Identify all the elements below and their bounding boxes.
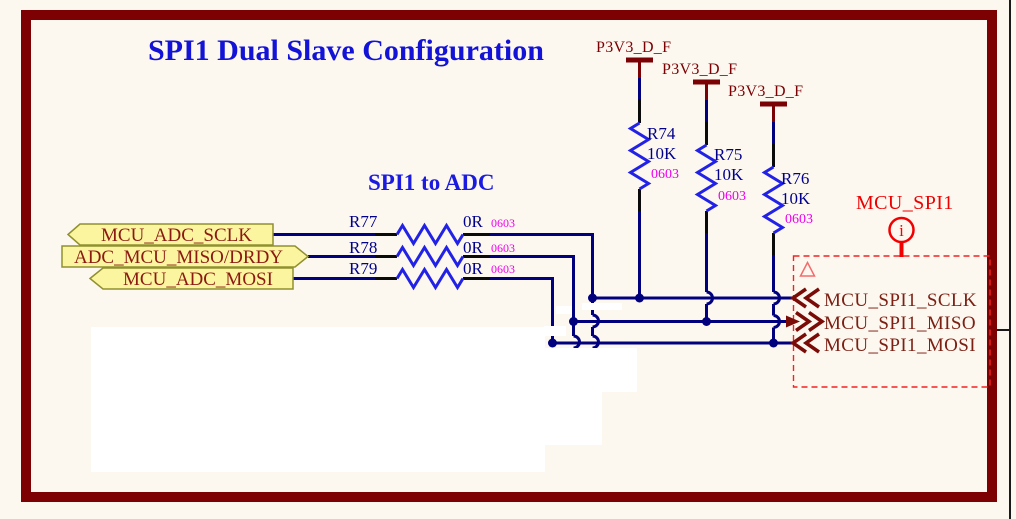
sheet-zone-tick [997, 329, 1010, 331]
resistor-footprint[interactable]: 0603 [491, 216, 515, 230]
harness-entry-chevron-right[interactable] [795, 311, 826, 332]
section-label: SPI1 to ADC [368, 170, 495, 195]
wire[interactable] [490, 277, 554, 344]
resistor-footprint[interactable]: 0603 [491, 241, 515, 255]
junction-dot [588, 293, 597, 303]
power-bar[interactable] [626, 57, 653, 63]
power-bar-symbol[interactable] [760, 101, 787, 123]
pullup-resistor-r76[interactable] [761, 122, 786, 343]
junction-dot [702, 317, 711, 326]
junction-dot [769, 338, 778, 348]
resistor-zigzag[interactable] [395, 266, 465, 291]
port-label[interactable]: MCU_ADC_MOSI [123, 269, 273, 290]
power-net-label[interactable]: P3V3_D_F [728, 83, 804, 100]
pullup-resistor-r74[interactable] [627, 78, 652, 298]
junction-dot [548, 338, 557, 348]
power-bar[interactable] [693, 79, 720, 85]
port-flag-mcu-adc-sclk[interactable] [66, 223, 274, 246]
resistor-designator[interactable]: R79 [349, 259, 378, 278]
pullup-resistor-r75[interactable] [694, 100, 719, 322]
harness-entry-chevron-left[interactable] [789, 287, 820, 309]
resistor-designator[interactable]: R76 [781, 169, 810, 188]
wire-arrowhead [786, 315, 800, 328]
sheet-edge-line [1009, 0, 1011, 519]
harness-entry-chevron-left[interactable] [789, 332, 820, 354]
resistor-zigzag[interactable] [694, 143, 719, 213]
redaction-overlay [544, 326, 566, 336]
series-resistor-r79[interactable] [293, 266, 554, 344]
power-net-label[interactable]: P3V3_D_F [662, 61, 738, 78]
resistor-value[interactable]: 10K [647, 144, 677, 163]
resistor-value[interactable]: 0R [463, 212, 483, 231]
port-label[interactable]: MCU_ADC_SCLK [101, 225, 252, 246]
wire-with-hop[interactable] [705, 233, 714, 322]
resistor-value[interactable]: 10K [714, 165, 744, 184]
resistor-zigzag[interactable] [627, 121, 652, 191]
resistor-zigzag[interactable] [395, 244, 465, 269]
resistor-designator[interactable]: R77 [349, 212, 378, 231]
port-label[interactable]: ADC_MCU_MISO/DRDY [73, 247, 284, 268]
redaction-overlay [91, 327, 545, 472]
power-bar-symbol[interactable] [693, 79, 720, 101]
resistor-footprint[interactable]: 0603 [491, 262, 515, 276]
sheet-border [21, 10, 997, 502]
harness-entry-label[interactable]: MCU_SPI1_MISO [824, 313, 976, 334]
power-bar[interactable] [760, 101, 787, 107]
info-icon-glyph[interactable]: i [899, 221, 904, 240]
junction-dot [635, 293, 644, 303]
resistor-value[interactable]: 0R [463, 259, 483, 278]
harness-triangle-marker [799, 260, 816, 277]
harness-connector-box[interactable] [792, 255, 991, 388]
junction-dots [548, 293, 778, 348]
redaction-overlay [545, 348, 602, 445]
junction-dot [569, 317, 578, 326]
resistor-footprint[interactable]: 0603 [785, 212, 813, 227]
resistor-designator[interactable]: R75 [714, 145, 743, 164]
harness-entry-label[interactable]: MCU_SPI1_MOSI [824, 335, 976, 356]
resistor-zigzag[interactable] [761, 165, 786, 235]
harness-label[interactable]: MCU_SPI1 [856, 192, 954, 214]
power-bar-symbol[interactable] [626, 57, 653, 79]
resistor-designator[interactable]: R78 [349, 238, 378, 257]
redaction-overlay [556, 306, 572, 314]
port-flag-adc-mcu-miso-drdy[interactable] [61, 245, 310, 268]
harness-entry-label[interactable]: MCU_SPI1_SCLK [824, 290, 978, 311]
resistor-zigzag[interactable] [395, 222, 465, 247]
resistor-footprint[interactable]: 0603 [651, 167, 679, 182]
power-net-label[interactable]: P3V3_D_F [596, 39, 672, 56]
resistor-value[interactable]: 0R [463, 238, 483, 257]
page-title: SPI1 Dual Slave Configuration [148, 34, 544, 67]
series-resistor-r78[interactable] [308, 244, 581, 354]
resistor-value[interactable]: 10K [781, 189, 811, 208]
resistor-footprint[interactable]: 0603 [718, 189, 746, 204]
redaction-overlay [601, 348, 637, 392]
wire-with-hop[interactable] [490, 255, 581, 354]
resistor-designator[interactable]: R74 [647, 124, 676, 143]
redaction-overlay [582, 303, 622, 310]
port-flag-mcu-adc-mosi[interactable] [88, 267, 294, 290]
